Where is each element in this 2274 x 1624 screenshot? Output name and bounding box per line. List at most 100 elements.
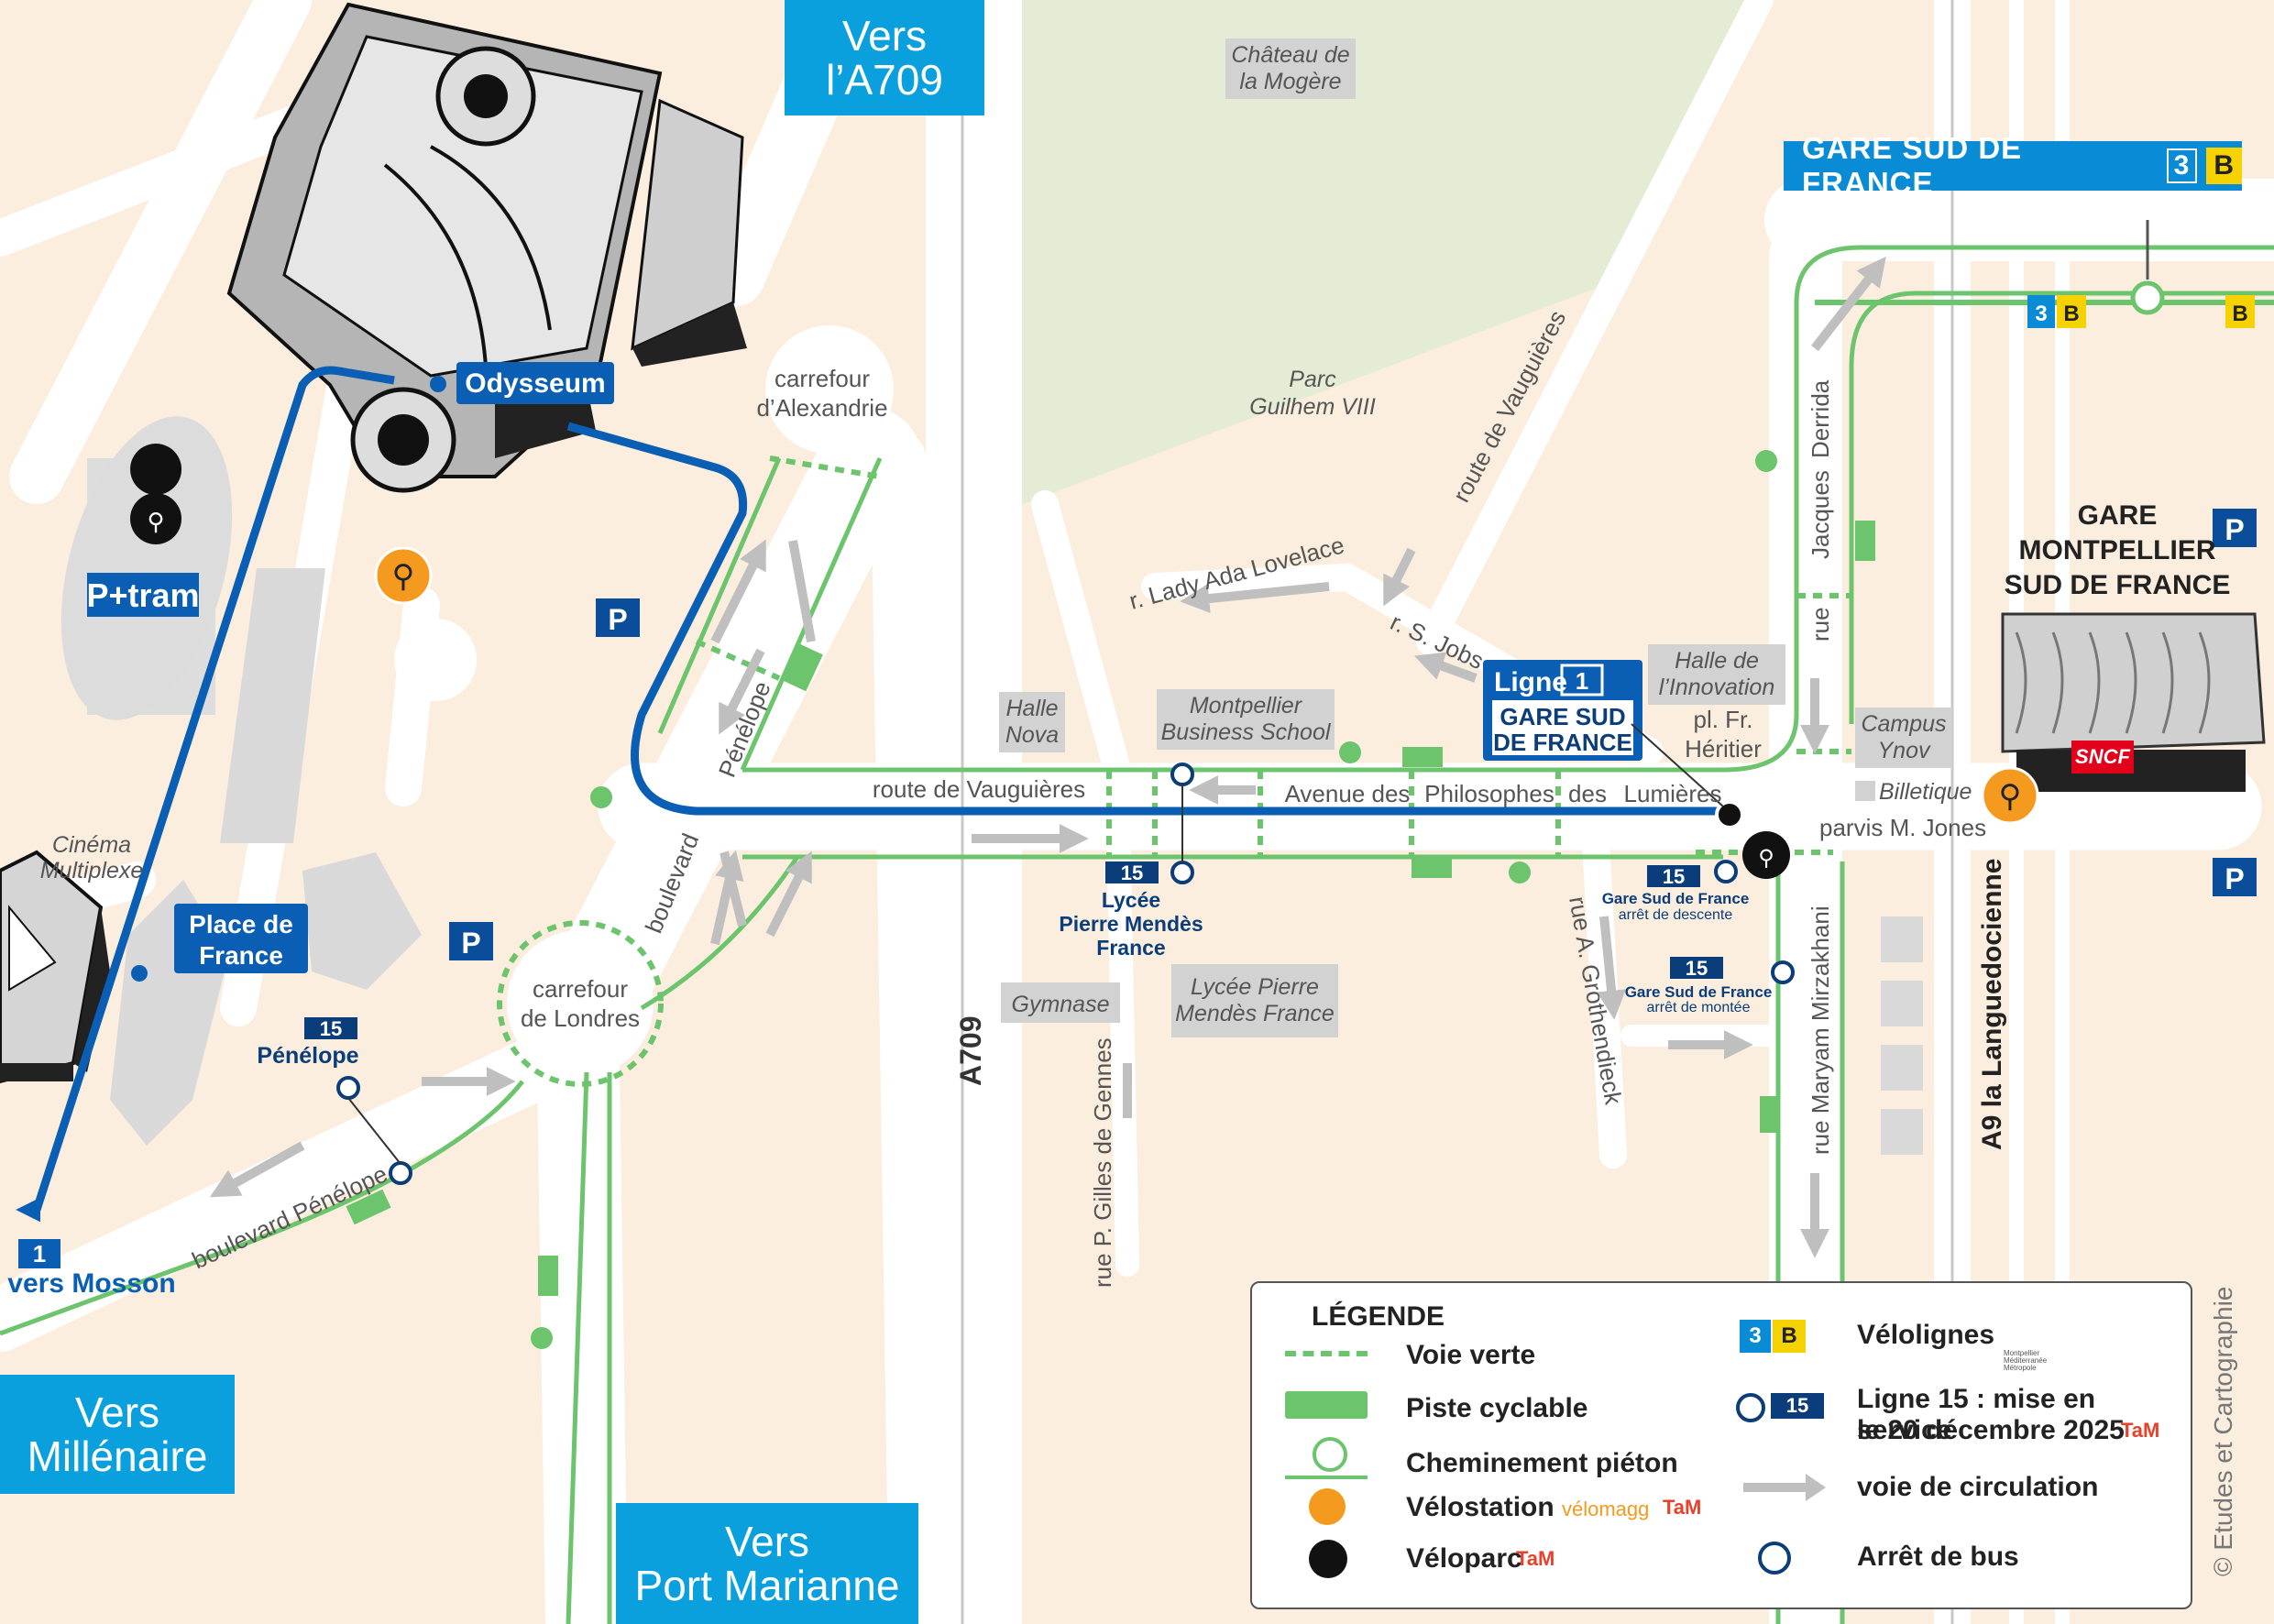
bus-stop-penelope: Pénélope: [257, 1043, 358, 1069]
bus-stop-lycee-1: Lycée: [1102, 888, 1160, 912]
parking-label: P: [2225, 862, 2244, 895]
street-a709: A709: [954, 1016, 987, 1087]
legend-tam-1: TaM: [1663, 1496, 1702, 1519]
gare-name-2: MONTPELLIER: [2019, 535, 2216, 565]
mbs-1: Montpellier: [1190, 693, 1303, 719]
sncf-station-building: SNCF: [2001, 612, 2266, 792]
badge-b-east: B: [2232, 302, 2247, 326]
credit: © Etudes et Cartographie: [2209, 1286, 2237, 1576]
campus-2: Ynov: [1878, 738, 1931, 763]
parking-label: P: [461, 927, 480, 960]
odysseum-label: Odysseum: [465, 368, 605, 399]
bus-stop-gare-descente: Gare Sud de France: [1602, 890, 1750, 907]
lycee-2: Mendès France: [1175, 1001, 1335, 1026]
direction-port-marianne-line2: Port Marianne: [634, 1562, 900, 1609]
direction-port-marianne: Vers Port Marianne: [616, 1503, 918, 1624]
svg-text:⚲: ⚲: [1999, 779, 2022, 814]
street-philosophes-4: Lumières: [1624, 780, 1722, 807]
cinema-1: Cinéma: [52, 832, 131, 858]
street-derrida: Derrida: [1807, 379, 1834, 458]
street-gilles-de-gennes: rue P. Gilles de Gennes: [1089, 1037, 1116, 1288]
direction-millenaire-line2: Millénaire: [27, 1432, 208, 1480]
direction-a709: Vers l’A709: [785, 0, 984, 115]
arret-symbol: [1758, 1542, 1791, 1575]
ligne15-number-symbol: 15: [1771, 1393, 1824, 1419]
halle-nova-2: Nova: [1005, 722, 1059, 748]
places: Château de la Mogère Parc Guilhem VIII H…: [40, 38, 1986, 1037]
mbs-2: Business School: [1161, 719, 1332, 745]
legend-piste-cyclable: Piste cyclable: [1406, 1393, 1588, 1423]
street-maryam: rue Maryam Mirzakhani: [1807, 905, 1834, 1155]
gare-banner-tram3: 3: [2166, 148, 2198, 183]
line1-terminus-label: vers Mosson: [7, 1268, 175, 1299]
line1-terminus-number: 1: [33, 1240, 46, 1267]
voie-circulation-arrowhead: [1806, 1474, 1826, 1501]
bus-line-number: 15: [320, 1017, 342, 1040]
tram-stop-labels: Odysseum Place de France Ligne 1 GARE SU…: [7, 362, 1724, 1299]
pl-heritier-1: pl. Fr.: [1693, 706, 1752, 733]
campus-1: Campus: [1861, 711, 1946, 737]
street-philosophes-1: Avenue des: [1285, 780, 1411, 807]
svg-text:⚲: ⚲: [147, 508, 164, 535]
parking-label: P: [2225, 513, 2244, 546]
velostation-icons: ⚲ ⚲: [374, 546, 2039, 825]
bus-stop-lycee-2: Pierre Mendès: [1059, 912, 1203, 936]
cheminement-symbol: [1313, 1437, 1347, 1472]
street-philosophes-3: des: [1568, 780, 1607, 807]
carrefour-londres-2: de Londres: [521, 1004, 640, 1032]
street-jacques: Jacques: [1807, 470, 1834, 559]
legend-title: LÉGENDE: [1312, 1301, 1445, 1332]
piste-cyclable-symbol: [1285, 1391, 1368, 1419]
bus-line-number: 15: [1121, 861, 1143, 884]
lycee-1: Lycée Pierre: [1191, 974, 1319, 1000]
street-rue: rue: [1807, 607, 1834, 642]
halle-innovation-2: l’Innovation: [1659, 675, 1774, 700]
legend-tam-3: TaM: [2121, 1419, 2160, 1442]
velolignes-3-symbol: 3: [1740, 1320, 1771, 1353]
billetique: Billetique: [1879, 779, 1972, 805]
svg-text:⚲: ⚲: [392, 559, 415, 594]
veloparc-symbol: [1309, 1540, 1347, 1578]
badge-3: 3: [2035, 302, 2047, 326]
ptram-label: P+tram: [86, 576, 199, 614]
velostation-symbol: [1309, 1488, 1346, 1525]
legend-velomagg: vélomagg: [1562, 1498, 1650, 1520]
parking: P P P P: [449, 509, 2257, 960]
legend-velolignes: Vélolignes: [1857, 1320, 1995, 1350]
halle-innovation-1: Halle de: [1675, 648, 1759, 674]
chateau-label-2: la Mogère: [1239, 69, 1341, 94]
carrefour-alexandrie-1: carrefour: [774, 365, 870, 392]
legend-velostation: Vélostation: [1406, 1492, 1554, 1522]
gare-name-3: SUD DE FRANCE: [2005, 570, 2231, 600]
badge-b: B: [2063, 302, 2079, 326]
parking-label: P: [608, 603, 627, 636]
gare-sud-de-france-banner: GARE SUD DE FRANCE 3 B: [1784, 131, 2242, 200]
gare-name-1: GARE: [2078, 500, 2158, 531]
tram-stop-gare: [1715, 800, 1744, 829]
bus-stop-gare-montee: Gare Sud de France: [1625, 983, 1773, 1001]
parc-label-2: Guilhem VIII: [1249, 394, 1376, 420]
carrefour-alexandrie-2: d’Alexandrie: [756, 394, 887, 422]
svg-text:⚲: ⚲: [1758, 846, 1774, 871]
bus-stop-gare-descente-sub: arrêt de descente: [1619, 907, 1733, 923]
gare-name: GARE MONTPELLIER SUD DE FRANCE: [2005, 500, 2231, 600]
bus-stop-gare-montee-sub: arrêt de montée: [1647, 1000, 1751, 1015]
bus-line-number: 15: [1663, 865, 1685, 888]
place-de-france-2: France: [199, 941, 283, 970]
direction-a709-line1: Vers: [841, 11, 928, 60]
legend-veloparc: Véloparc: [1406, 1543, 1522, 1574]
ligne15-stop-symbol: [1736, 1393, 1765, 1422]
legend-ligne15-2: le 20 décembre 2025: [1857, 1415, 2125, 1445]
legend-montpellier-1: Montpellier: [2004, 1349, 2040, 1357]
direction-a709-line2: l’A709: [826, 56, 943, 104]
street-a9: A9 la Languedocienne: [1977, 859, 2007, 1150]
legend-voie-verte: Voie verte: [1406, 1340, 1536, 1370]
cinema-2: Multiplexe: [40, 858, 144, 883]
gare-banner-busB: B: [2206, 148, 2242, 184]
tram-line1-east: [566, 422, 1723, 816]
carrefour-londres-1: carrefour: [533, 975, 628, 1003]
legend: LÉGENDE Voie verte Piste cyclable Chemin…: [1250, 1281, 2192, 1609]
park-area: [994, 0, 1769, 513]
halle-nova-1: Halle: [1006, 696, 1059, 721]
